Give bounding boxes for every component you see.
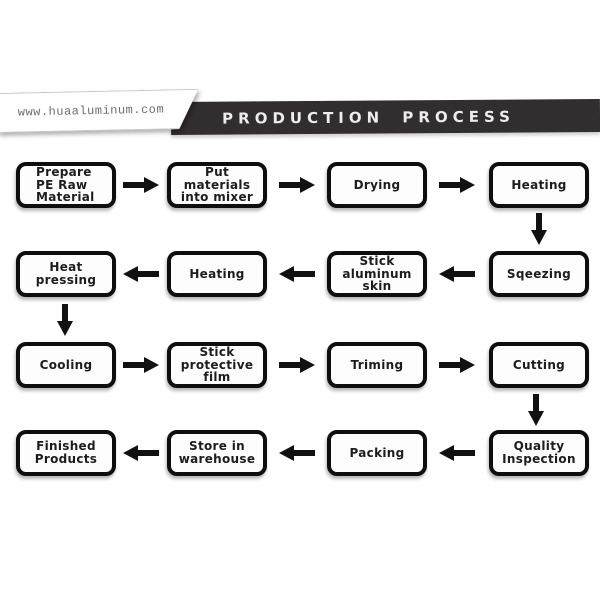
flow-box-finished-products: Finished Products bbox=[16, 430, 116, 476]
website-url-label: www.huaaluminum.com bbox=[17, 102, 165, 120]
box-label: Heating bbox=[189, 266, 245, 281]
box-label: Quality Inspection bbox=[502, 439, 576, 466]
box-label: Cutting bbox=[512, 357, 566, 372]
arrow-left-icon bbox=[279, 266, 315, 282]
arrow-left-icon bbox=[439, 266, 475, 282]
header-title-bar: PRODUCTION PROCESS bbox=[170, 99, 600, 135]
box-label: Store in warehouse bbox=[178, 439, 256, 466]
box-label: Packing bbox=[349, 445, 405, 460]
box-label: Triming bbox=[350, 357, 404, 372]
flow-box-heating-2: Heating bbox=[167, 251, 267, 297]
flow-box-cooling: Cooling bbox=[16, 342, 116, 388]
flow-box-stick-protective-film: Stick protective film bbox=[167, 342, 267, 388]
page-title: PRODUCTION PROCESS bbox=[222, 107, 515, 128]
flow-box-heating-1: Heating bbox=[489, 162, 589, 208]
arrow-down-icon bbox=[531, 213, 547, 245]
arrow-down-icon bbox=[528, 394, 544, 426]
ribbon-shape: www.huaaluminum.com bbox=[0, 89, 199, 133]
arrow-down-icon bbox=[57, 304, 73, 336]
box-label: Sqeezing bbox=[506, 266, 572, 281]
flow-box-drying: Drying bbox=[327, 162, 427, 208]
box-label: Stick aluminum skin bbox=[342, 253, 412, 294]
arrow-right-icon bbox=[279, 177, 315, 193]
arrow-left-icon bbox=[279, 445, 315, 461]
flow-box-quality-inspection: Quality Inspection bbox=[489, 430, 589, 476]
flow-box-stick-aluminum-skin: Stick aluminum skin bbox=[327, 251, 427, 297]
arrow-right-icon bbox=[123, 357, 159, 373]
flow-box-heat-pressing: Heat pressing bbox=[16, 251, 116, 297]
box-label: Put materials into mixer bbox=[180, 164, 254, 205]
flow-box-prepare-pe-raw-material: Prepare PE Raw Material bbox=[16, 162, 116, 208]
arrow-left-icon bbox=[439, 445, 475, 461]
flow-box-sqeezing: Sqeezing bbox=[489, 251, 589, 297]
box-label: Finished Products bbox=[34, 439, 98, 466]
box-label: Heating bbox=[511, 177, 567, 192]
website-ribbon: www.huaaluminum.com bbox=[0, 93, 199, 133]
box-label: Heat pressing bbox=[35, 260, 97, 287]
arrow-right-icon bbox=[439, 357, 475, 373]
box-label: Prepare PE Raw Material bbox=[36, 164, 95, 205]
box-label: Cooling bbox=[39, 357, 93, 372]
arrow-right-icon bbox=[123, 177, 159, 193]
flow-box-packing: Packing bbox=[327, 430, 427, 476]
box-label: Stick protective film bbox=[180, 344, 254, 385]
arrow-right-icon bbox=[439, 177, 475, 193]
box-label: Drying bbox=[353, 177, 401, 192]
arrow-right-icon bbox=[279, 357, 315, 373]
flow-box-put-materials-into-mixer: Put materials into mixer bbox=[167, 162, 267, 208]
flow-box-triming: Triming bbox=[327, 342, 427, 388]
flow-box-cutting: Cutting bbox=[489, 342, 589, 388]
flow-box-store-in-warehouse: Store in warehouse bbox=[167, 430, 267, 476]
arrow-left-icon bbox=[123, 266, 159, 282]
arrow-left-icon bbox=[123, 445, 159, 461]
